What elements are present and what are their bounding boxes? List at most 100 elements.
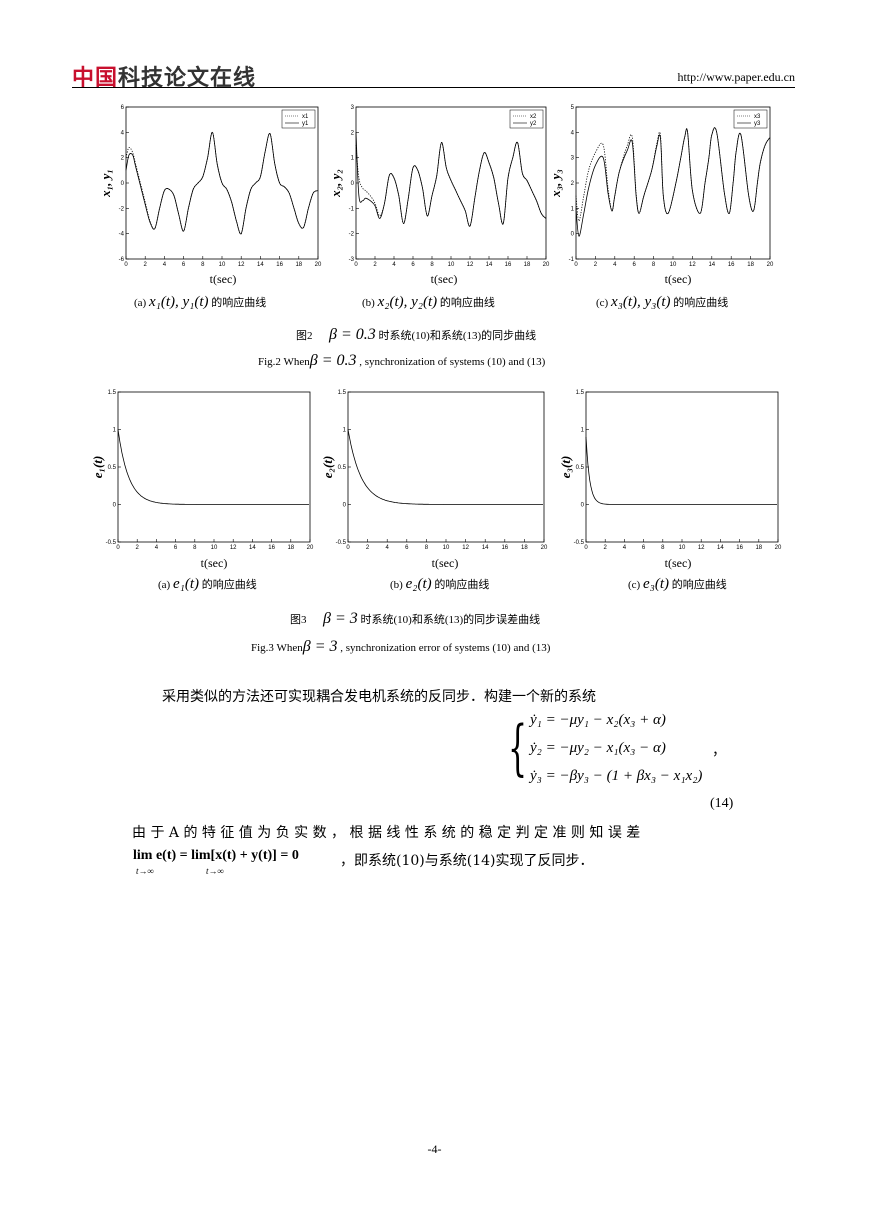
fig2-subcaption-a: (a) x₁(t), y₁(t) 的响应曲线	[134, 294, 267, 310]
x-tick-label: 0	[346, 545, 350, 551]
y-tick-label: 5	[571, 105, 575, 111]
limit-expression: lim e(t) = lim[x(t) + y(t)] = 0	[133, 848, 299, 863]
x-tick-label: 16	[268, 545, 275, 551]
y-tick-label: 1.5	[108, 390, 117, 396]
x-tick-label: 0	[354, 262, 358, 268]
series-line-y3	[575, 127, 771, 237]
x-tick-label: 14	[482, 545, 489, 551]
y-tick-label: 0	[571, 232, 575, 238]
x-tick-label: 6	[411, 262, 415, 268]
y-tick-label: 4	[571, 130, 575, 136]
x-tick-label: 8	[425, 545, 429, 551]
y-tick-label: 0	[351, 181, 355, 187]
fig2c-xlabel: t(sec)	[664, 272, 692, 286]
y-tick-label: 2	[571, 181, 575, 187]
x-tick-label: 16	[505, 262, 512, 268]
x-tick-label: 20	[307, 545, 314, 551]
x-tick-label: 10	[670, 262, 677, 268]
x-tick-label: 20	[767, 262, 774, 268]
x-tick-label: 14	[249, 545, 256, 551]
series-line-y1	[125, 131, 319, 235]
legend-box	[281, 109, 316, 129]
x-tick-label: 14	[708, 262, 715, 268]
logo-dark-text: 科技论文在线	[118, 66, 257, 91]
y-axis-label: e₃(t)	[558, 456, 573, 479]
x-tick-label: 4	[163, 262, 167, 268]
y-tick-label: -2	[349, 232, 355, 238]
fig3-subcaption-c: (c) e₃(t) 的响应曲线	[628, 576, 727, 592]
x-tick-label: 2	[366, 545, 370, 551]
paragraph-1: 采用类似的方法还可实现耦合发电机系统的反同步．构建一个新的系统	[162, 689, 596, 705]
x-tick-label: 0	[124, 262, 128, 268]
y-tick-label: -6	[119, 257, 125, 263]
paragraph-2: 由 于 A 的 特 征 值 为 负 实 数 ， 根 据 线 性 系 统 的 稳 …	[132, 825, 641, 841]
y-tick-label: -0.5	[106, 540, 117, 546]
series-line-e	[347, 429, 543, 505]
x-tick-label: 10	[211, 545, 218, 551]
x-tick-label: 2	[144, 262, 148, 268]
fig3-subcaption-b: (b) e₂(t) 的响应曲线	[390, 576, 490, 592]
legend-label: x2	[530, 114, 537, 120]
x-tick-label: 4	[392, 262, 396, 268]
x-tick-label: 6	[182, 262, 186, 268]
fig2-caption-cn: 图2 β = 0.3 时系统(10)和系统(13)的同步曲线	[296, 326, 537, 343]
y-tick-label: -0.5	[574, 540, 585, 546]
y-tick-label: 1	[351, 156, 355, 162]
x-tick-label: 8	[652, 262, 656, 268]
x-tick-label: 18	[747, 262, 754, 268]
x-tick-label: 12	[230, 545, 237, 551]
legend-label: x3	[754, 114, 761, 120]
equation-14-number: (14)	[710, 796, 734, 811]
x-tick-label: 2	[594, 262, 598, 268]
y-tick-label: 1	[113, 428, 117, 434]
x-tick-label: 12	[238, 262, 245, 268]
y-tick-label: 1.5	[576, 390, 585, 396]
plot-frame	[347, 391, 545, 543]
x-tick-label: 18	[524, 262, 531, 268]
y-tick-label: 0	[121, 181, 125, 187]
x-tick-label: 4	[386, 545, 390, 551]
equation-14-brace: {	[508, 713, 528, 783]
y-tick-label: 1.5	[338, 390, 347, 396]
y-tick-label: 1	[581, 428, 585, 434]
y-tick-label: -1	[569, 257, 575, 263]
y-axis-label: x₃, y₃	[548, 169, 563, 198]
fig3-caption-cn: 图3 β = 3 时系统(10)和系统(13)的同步误差曲线	[290, 610, 541, 627]
y-tick-label: 1	[571, 206, 575, 212]
header-url[interactable]: http://www.paper.edu.cn	[677, 70, 795, 84]
limit-subscript-1: t→∞	[136, 866, 154, 876]
plot-frame	[355, 106, 547, 260]
y-tick-label: -1	[349, 206, 355, 212]
x-tick-label: 14	[257, 262, 264, 268]
x-tick-label: 2	[373, 262, 377, 268]
y-tick-label: 0.5	[576, 465, 585, 471]
x-tick-label: 4	[613, 262, 617, 268]
y-tick-label: 0	[113, 503, 117, 509]
x-tick-label: 4	[155, 545, 159, 551]
header-rule	[72, 87, 795, 88]
x-tick-label: 18	[755, 545, 762, 551]
x-tick-label: 16	[501, 545, 508, 551]
x-tick-label: 4	[623, 545, 627, 551]
y-axis-label: x₂, y₂	[328, 169, 343, 198]
y-tick-label: 0	[581, 503, 585, 509]
x-tick-label: 12	[467, 262, 474, 268]
y-axis-label: e₂(t)	[320, 456, 335, 479]
y-axis-label: e₁(t)	[90, 456, 105, 479]
x-tick-label: 6	[405, 545, 409, 551]
y-tick-label: 2	[351, 130, 355, 136]
x-tick-label: 2	[604, 545, 608, 551]
x-tick-label: 10	[448, 262, 455, 268]
plot-frame	[575, 106, 771, 260]
equation-14-line1: ẏ₁ = −μy₁ − x₂(x₃ + α)	[530, 712, 666, 728]
x-tick-label: 20	[315, 262, 322, 268]
x-tick-label: 18	[521, 545, 528, 551]
x-tick-label: 2	[136, 545, 140, 551]
fig2-subcaption-b: (b) x₂(t), y₂(t) 的响应曲线	[362, 294, 495, 310]
y-tick-label: -3	[349, 257, 355, 263]
